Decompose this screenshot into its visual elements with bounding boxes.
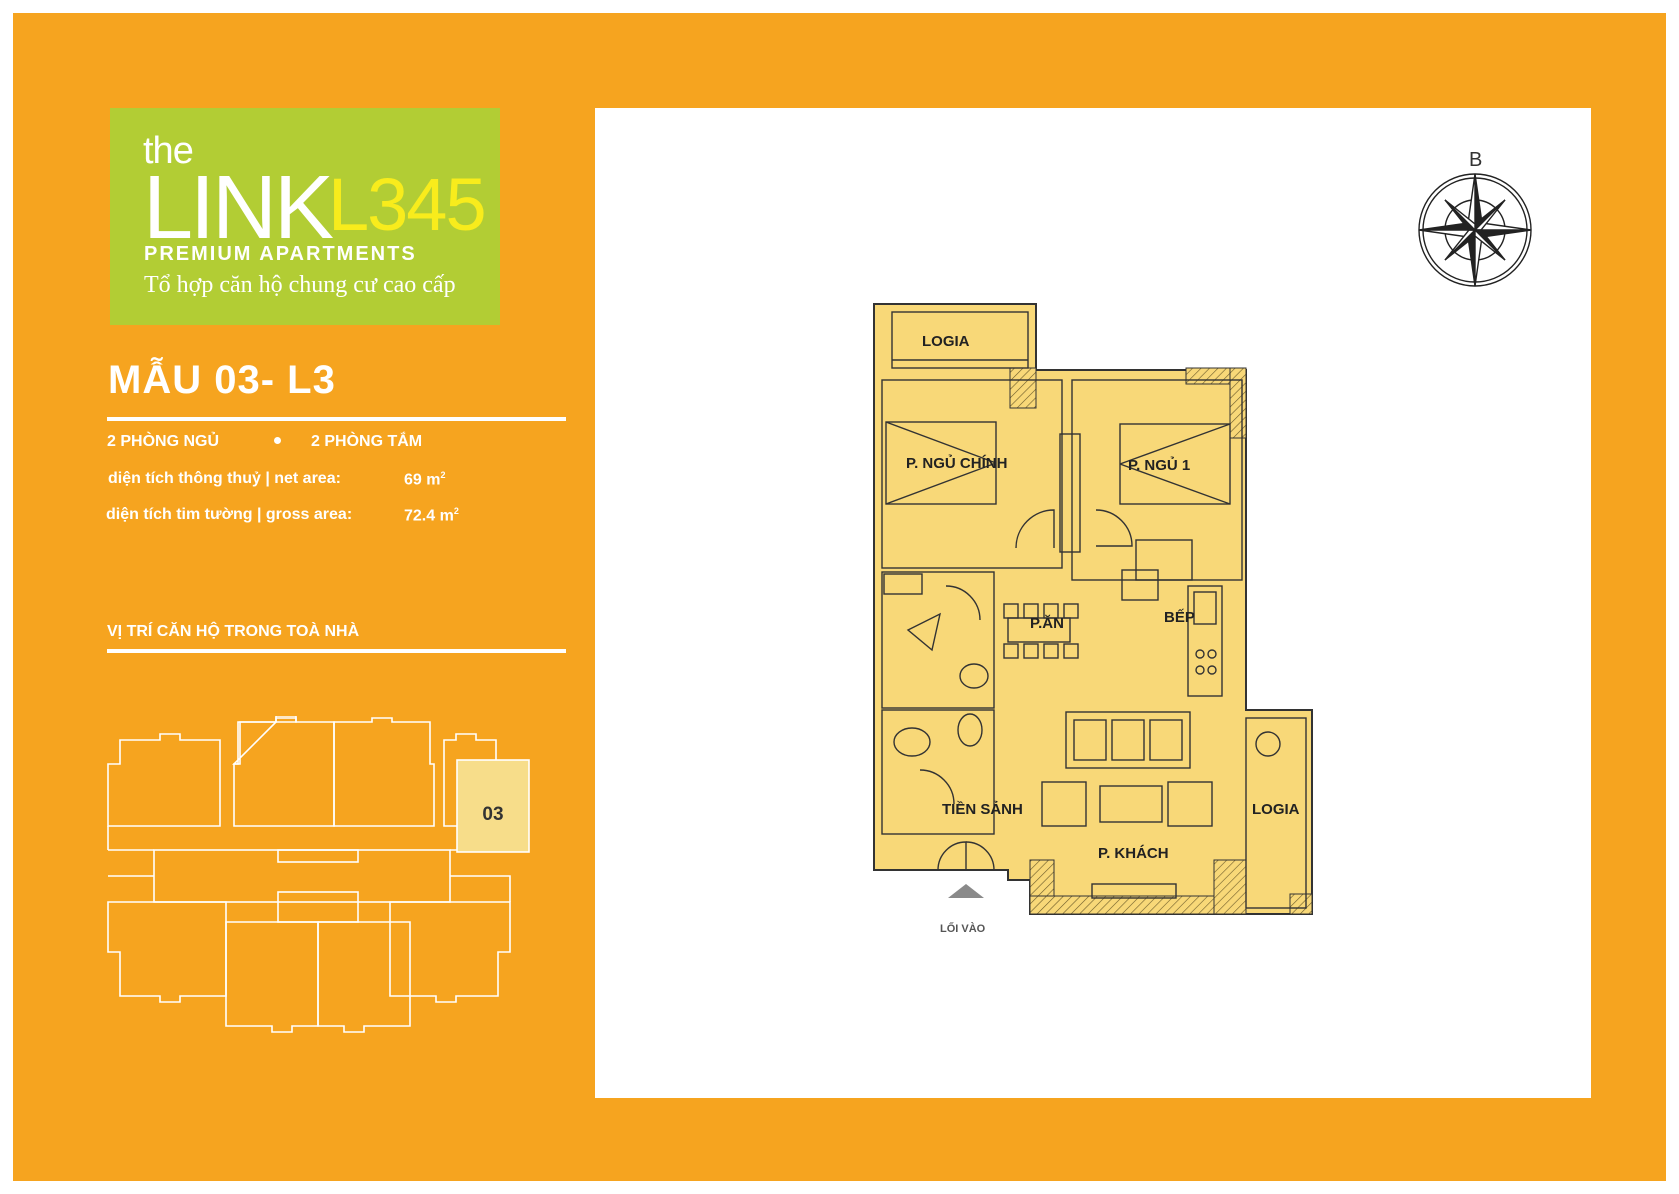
logo-link: LINK [143, 158, 334, 258]
keyplan-block-8 [389, 901, 511, 1003]
apartment-floor-plan: LOGIA P. NGỦ CHÍNH P. NGỦ 1 P.ĂN BẾP TIỀ… [873, 303, 1313, 935]
keyplan-unit-03 [456, 759, 530, 853]
title-divider [107, 417, 566, 421]
sofa [1065, 711, 1191, 769]
location-divider [107, 649, 566, 653]
dining-label: P.ĂN [1030, 615, 1064, 632]
logia-right [1245, 717, 1307, 909]
logia-right-label: LOGIA [1252, 801, 1300, 818]
bullet-dot [274, 437, 281, 444]
coffee-table [1099, 785, 1163, 823]
logo-l345: L345 [328, 163, 487, 246]
net-area-label: diện tích thông thuỷ | net area: [108, 470, 341, 487]
entrance-label: LỐI VÀO [940, 921, 986, 935]
brand-logo: the LINK L345 PREMIUM APARTMENTS Tổ hợp … [110, 108, 500, 325]
dining-table [1007, 617, 1071, 643]
compass-rose-icon [1418, 173, 1532, 287]
unit-title: MẪU 03- L3 [108, 358, 336, 402]
bathroom-1 [881, 571, 995, 709]
gross-area-value: 72.4 m2 [404, 506, 459, 525]
keyplan-block-7 [317, 921, 411, 1033]
foyer-label: TIỀN SẢNH [942, 801, 1023, 818]
logo-the: the [143, 130, 194, 172]
tv-console [1091, 883, 1177, 899]
keyplan-block-1 [107, 733, 221, 827]
wall-column [1213, 859, 1247, 915]
logo-tagline: Tổ hợp căn hộ chung cư cao cấp [144, 272, 456, 298]
keyplan-block-5 [107, 901, 227, 1003]
keyplan-core-bottom [277, 891, 359, 923]
keyplan-block-6 [225, 921, 319, 1033]
entrance-arrow-icon [948, 884, 984, 898]
keyplan-core-top [277, 849, 359, 863]
gross-area-label: diện tích tim tường | gross area: [106, 506, 353, 523]
building-key-plan: 03 [107, 716, 530, 1033]
kitchen-label: BẾP [1164, 609, 1195, 626]
master-bedroom-label: P. NGỦ CHÍNH [906, 454, 1007, 472]
logo-premium: PREMIUM APARTMENTS [144, 243, 417, 265]
keyplan-unit-label: 03 [482, 804, 503, 825]
bathrooms-count: 2 PHÒNG TẮM [311, 433, 423, 450]
armchair-left [1041, 781, 1087, 827]
bedrooms-count: 2 PHÒNG NGỦ [107, 433, 220, 450]
location-title: VỊ TRÍ CĂN HỘ TRONG TOÀ NHÀ [107, 623, 360, 640]
logia-top [891, 311, 1029, 369]
compass-north-label: B [1469, 149, 1483, 171]
wall-column [1009, 367, 1037, 409]
keyplan-block-3 [333, 717, 435, 827]
armchair-right [1167, 781, 1213, 827]
logia-top-label: LOGIA [922, 333, 970, 350]
kitchen-counter [1187, 585, 1223, 697]
bathroom-2 [881, 709, 995, 835]
keyplan-block-2 [233, 717, 335, 827]
living-room-label: P. KHÁCH [1098, 845, 1169, 862]
wall-column [1229, 367, 1247, 439]
bedroom-1-label: P. NGỦ 1 [1128, 456, 1190, 474]
wall-column [1289, 893, 1313, 915]
master-bedroom [881, 379, 1063, 569]
keyplan-corridor [153, 849, 451, 903]
net-area-value: 69 m2 [404, 470, 446, 489]
keyplan-block-2a [232, 716, 297, 765]
